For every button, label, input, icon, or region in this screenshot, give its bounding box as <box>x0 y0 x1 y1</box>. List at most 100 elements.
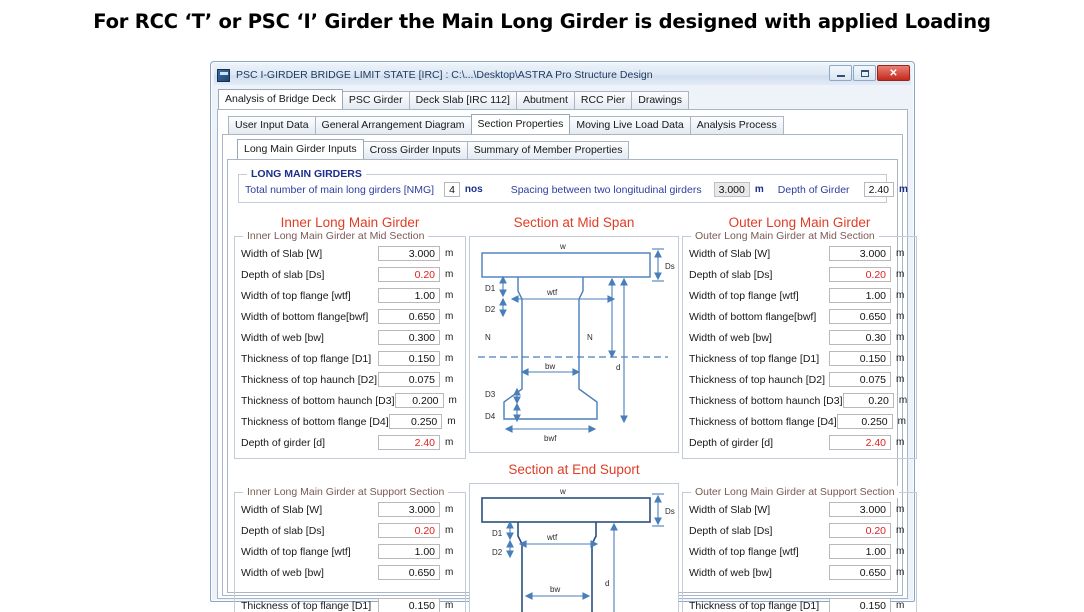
outer-mid-label: Width of bottom flange[bwf] <box>689 310 817 323</box>
outer-support-input[interactable]: 1.00 <box>829 544 891 559</box>
inner-mid-unit: m <box>447 416 456 427</box>
inner-mid-unit: m <box>445 311 454 322</box>
inner-mid-input[interactable]: 0.20 <box>378 267 440 282</box>
tab-cross-girder-inputs[interactable]: Cross Girder Inputs <box>362 141 468 159</box>
label-w: w <box>559 242 566 251</box>
outer-mid-input[interactable]: 0.075 <box>829 372 891 387</box>
midspan-section-diagram: w Ds D1 D2 wtf N N bw d <box>478 242 675 443</box>
outer-mid-input[interactable]: 0.20 <box>842 393 894 408</box>
outer-mid-input[interactable]: 0.20 <box>829 267 891 282</box>
tab-abutment[interactable]: Abutment <box>515 91 575 109</box>
inner-mid-label: Thickness of bottom flange [D4] <box>241 415 389 428</box>
inner-support-unit: m <box>445 546 454 557</box>
outer-mid-label: Thickness of bottom haunch [D3] <box>689 394 843 407</box>
inner-support-input[interactable]: 0.150 <box>378 598 440 612</box>
outer-support-input[interactable]: 0.150 <box>829 598 891 612</box>
long-main-girders-title: LONG MAIN GIRDERS <box>247 168 366 180</box>
outer-mid-input[interactable]: 0.150 <box>829 351 891 366</box>
inner-mid-unit: m <box>445 290 454 301</box>
inner-support-unit: m <box>445 504 454 515</box>
label-d: d <box>616 363 620 372</box>
tab-analysis-process[interactable]: Analysis Process <box>689 116 784 134</box>
outer-mid-unit: m <box>896 374 905 385</box>
inner-mid-input[interactable]: 1.00 <box>378 288 440 303</box>
outer-support-section-group: Outer Long Main Girder at Support Sectio… <box>682 486 917 612</box>
end-support-heading: Section at End Suport <box>508 462 640 477</box>
outer-support-label: Depth of slab [Ds] <box>689 524 773 537</box>
content-columns: Inner Long Main Girder Inner Long Main G… <box>234 215 917 612</box>
inner-mid-label: Thickness of bottom haunch [D3] <box>241 394 395 407</box>
outer-mid-unit: m <box>896 290 905 301</box>
inner-support-section-group: Inner Long Main Girder at Support Sectio… <box>234 486 466 612</box>
close-button[interactable]: ✕ <box>877 65 910 81</box>
depth-of-girder-input[interactable]: 2.40 <box>863 182 894 197</box>
outer-support-input[interactable]: 0.20 <box>829 523 891 538</box>
outer-mid-input[interactable]: 0.650 <box>829 309 891 324</box>
tabs-level-1: Analysis of Bridge Deck PSC Girder Deck … <box>214 89 911 109</box>
tab-rcc-pier[interactable]: RCC Pier <box>573 91 633 109</box>
inner-mid-section-title: Inner Long Main Girder at Mid Section <box>243 230 429 242</box>
inner-support-row-spacer <box>241 583 459 595</box>
outer-support-row-spacer <box>689 583 910 595</box>
inner-mid-input[interactable]: 0.250 <box>388 414 443 429</box>
minimize-button[interactable] <box>829 65 852 81</box>
tab-long-main-girder-inputs[interactable]: Long Main Girder Inputs <box>237 139 364 159</box>
window-controls: ✕ <box>829 65 910 81</box>
midspan-diagram-box: w Ds D1 D2 wtf N N bw d <box>469 236 679 453</box>
outer-mid-row: Width of top flange [wtf] 1.00 m <box>689 285 910 306</box>
inner-support-input[interactable]: 3.000 <box>378 502 440 517</box>
nmg-input[interactable]: 4 <box>444 182 460 197</box>
outer-mid-input[interactable]: 0.250 <box>836 414 893 429</box>
depth-of-girder-label: Depth of Girder <box>777 183 850 196</box>
outer-mid-input[interactable]: 1.00 <box>829 288 891 303</box>
tab-psc-girder[interactable]: PSC Girder <box>341 91 410 109</box>
tab-deck-slab[interactable]: Deck Slab [IRC 112] <box>408 91 517 109</box>
inner-mid-input[interactable]: 0.075 <box>378 372 440 387</box>
inner-support-input[interactable]: 0.650 <box>378 565 440 580</box>
inner-mid-input[interactable]: 0.200 <box>394 393 444 408</box>
inner-support-input[interactable]: 0.20 <box>378 523 440 538</box>
panel-analysis-of-bridge-deck: User Input Data General Arrangement Diag… <box>217 109 917 612</box>
panel-long-main-girder-inputs: LONG MAIN GIRDERS Total number of main l… <box>227 159 917 612</box>
outer-mid-section-group: Outer Long Main Girder at Mid Section Wi… <box>682 230 917 459</box>
tab-analysis-of-bridge-deck[interactable]: Analysis of Bridge Deck <box>218 89 343 109</box>
label-d2: D2 <box>485 305 496 314</box>
inner-mid-input[interactable]: 0.150 <box>378 351 440 366</box>
outer-mid-unit: m <box>896 248 905 259</box>
application-window: PSC I-GIRDER BRIDGE LIMIT STATE [IRC] : … <box>210 61 917 612</box>
tab-drawings[interactable]: Drawings <box>631 91 689 109</box>
outer-mid-input[interactable]: 0.30 <box>829 330 891 345</box>
label-d3: D3 <box>485 390 496 399</box>
outer-mid-label: Width of top flange [wtf] <box>689 289 799 302</box>
outer-mid-input[interactable]: 3.000 <box>829 246 891 261</box>
inner-support-input[interactable]: 1.00 <box>378 544 440 559</box>
outer-support-input[interactable]: 0.650 <box>829 565 891 580</box>
spacing-input[interactable]: 3.000 <box>713 182 750 197</box>
label-bwf: bwf <box>544 434 557 443</box>
outer-support-label: Width of web [bw] <box>689 566 772 579</box>
outer-support-unit: m <box>896 546 905 557</box>
nmg-unit: nos <box>464 184 483 195</box>
inner-mid-input[interactable]: 3.000 <box>378 246 440 261</box>
tab-summary-of-member-properties[interactable]: Summary of Member Properties <box>466 141 630 159</box>
inner-mid-input[interactable]: 0.300 <box>378 330 440 345</box>
label-w-end: w <box>559 487 566 496</box>
label-n-right: N <box>587 333 593 342</box>
tab-general-arrangement-diagram[interactable]: General Arrangement Diagram <box>314 116 472 134</box>
tab-moving-live-load-data[interactable]: Moving Live Load Data <box>569 116 691 134</box>
outer-support-input[interactable]: 3.000 <box>829 502 891 517</box>
tab-section-properties[interactable]: Section Properties <box>470 114 571 134</box>
inner-mid-input[interactable]: 0.650 <box>378 309 440 324</box>
tab-user-input-data[interactable]: User Input Data <box>228 116 316 134</box>
tabs-level-3: Long Main Girder Inputs Cross Girder Inp… <box>225 139 900 159</box>
inner-mid-input[interactable]: 2.40 <box>378 435 440 450</box>
label-bw: bw <box>545 362 555 371</box>
maximize-button[interactable] <box>853 65 876 81</box>
outer-mid-input[interactable]: 2.40 <box>829 435 891 450</box>
outer-mid-label: Width of Slab [W] <box>689 247 771 260</box>
